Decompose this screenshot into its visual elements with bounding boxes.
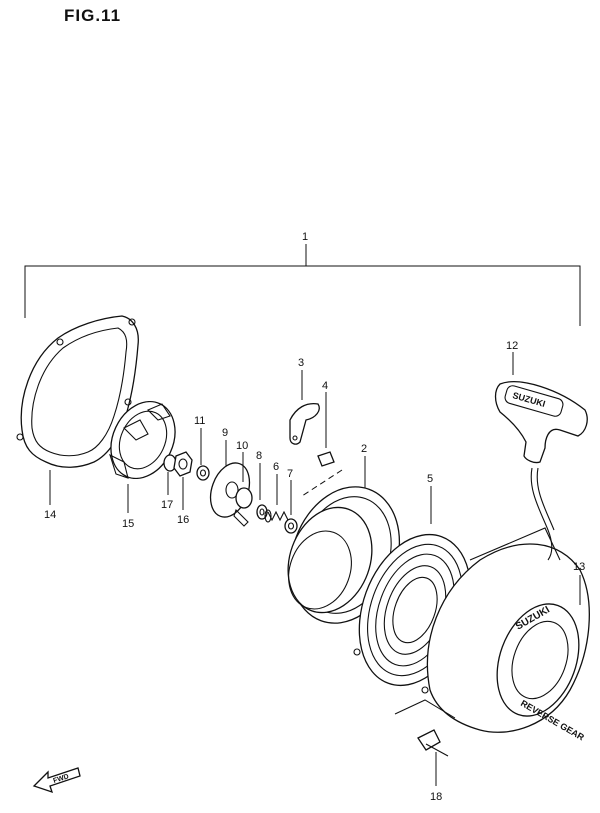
label-4: 4 [322, 380, 328, 392]
label-16: 16 [177, 514, 189, 526]
label-7: 7 [287, 468, 293, 480]
label-8: 8 [256, 450, 262, 462]
part-4-pin[interactable] [317, 392, 335, 467]
label-1: 1 [302, 231, 308, 243]
label-15: 15 [122, 518, 134, 530]
part-8-spring[interactable] [256, 463, 268, 520]
label-11: 11 [194, 415, 205, 427]
part-6-spring[interactable] [264, 474, 289, 523]
label-5: 5 [427, 473, 433, 485]
label-12: 12 [506, 340, 518, 352]
part-labels: 1 2 3 4 5 6 7 8 9 10 11 12 13 14 15 16 1… [44, 231, 585, 803]
fwd-text: FWD [52, 773, 69, 785]
label-3: 3 [298, 357, 304, 369]
part-10-guide[interactable] [233, 452, 253, 527]
label-2: 2 [361, 443, 367, 455]
part-18-bolt[interactable] [394, 699, 456, 786]
label-17: 17 [161, 499, 173, 511]
label-9: 9 [222, 427, 228, 439]
part-16-nut[interactable] [173, 451, 193, 510]
label-18: 18 [430, 791, 442, 803]
part-12-handle[interactable]: SUZUKI [494, 352, 588, 561]
label-13: 13 [573, 561, 585, 573]
part-17-washer[interactable] [163, 454, 177, 495]
label-6: 6 [273, 461, 279, 473]
part-11-spacer[interactable] [196, 428, 210, 481]
part-7-bushing[interactable] [284, 480, 298, 534]
label-10: 10 [236, 440, 248, 452]
label-14: 14 [44, 509, 56, 521]
figure-title: FIG.11 [64, 6, 122, 25]
part-15-ratchet[interactable] [99, 391, 187, 513]
part-9-friction-plate[interactable] [204, 440, 257, 522]
part-3-pawl[interactable] [289, 370, 320, 445]
fwd-arrow-icon: FWD [32, 767, 81, 794]
assembly-bracket [24, 244, 581, 326]
part-14-gasket[interactable] [16, 315, 139, 505]
